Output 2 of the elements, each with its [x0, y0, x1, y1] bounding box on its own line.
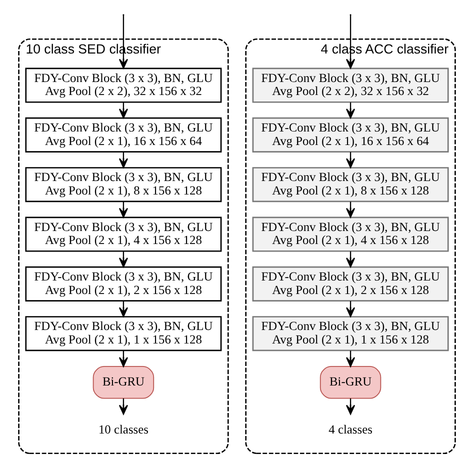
node-text: 4 classes [328, 422, 372, 436]
node-text: 10 classes [98, 422, 148, 436]
